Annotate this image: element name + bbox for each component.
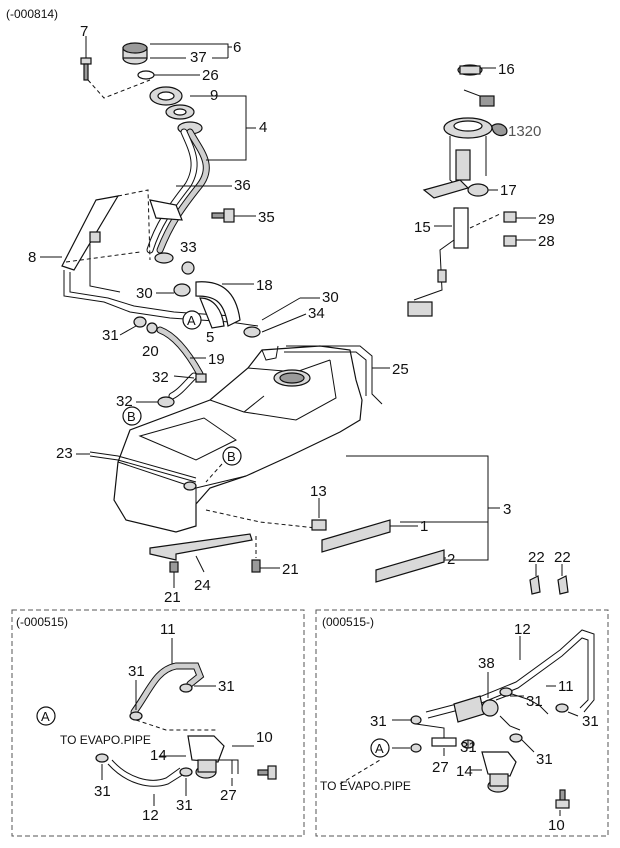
callout-22a: 22 bbox=[528, 549, 545, 566]
callout-22b: 22 bbox=[554, 549, 571, 566]
callout-30b: 30 bbox=[322, 289, 339, 306]
callout-26: 26 bbox=[202, 67, 219, 84]
callout-20: 20 bbox=[142, 343, 159, 360]
fuel-pump-assembly bbox=[407, 64, 517, 317]
fuel-tank bbox=[89, 345, 383, 533]
callout-32a: 32 bbox=[152, 369, 169, 386]
left-callout-11: 11 bbox=[160, 621, 176, 638]
right-callout-31d: 31 bbox=[460, 739, 477, 756]
callout-6: 6 bbox=[233, 39, 241, 56]
callout-15: 15 bbox=[414, 219, 431, 236]
marker-a-right bbox=[370, 738, 390, 758]
callout-3: 3 bbox=[503, 501, 511, 518]
hose-18 bbox=[195, 281, 241, 329]
strap-24 bbox=[149, 533, 261, 573]
marker-b-main-text: B bbox=[127, 409, 136, 424]
callout-31: 31 bbox=[102, 327, 119, 344]
marker-b-tank-text: B bbox=[227, 449, 236, 464]
callout-24: 24 bbox=[194, 577, 211, 594]
right-range-label: (000515-) bbox=[322, 615, 374, 629]
callout-17: 17 bbox=[500, 182, 517, 199]
marker-a-left-text: A bbox=[41, 709, 50, 724]
callout-21b: 21 bbox=[282, 561, 299, 578]
right-callout-31b: 31 bbox=[370, 713, 387, 730]
nut-13 bbox=[311, 519, 327, 531]
callout-7: 7 bbox=[80, 23, 88, 40]
right-variant-box bbox=[315, 609, 609, 837]
left-variant-box bbox=[11, 609, 305, 837]
callout-9: 9 bbox=[210, 87, 218, 104]
callout-13: 13 bbox=[310, 483, 327, 500]
callout-4: 4 bbox=[259, 119, 267, 136]
right-callout-14: 14 bbox=[456, 763, 473, 780]
left-callout-14: 14 bbox=[150, 747, 167, 764]
callout-36: 36 bbox=[234, 177, 251, 194]
marker-b-main bbox=[122, 406, 142, 426]
callout-32b: 32 bbox=[116, 393, 133, 410]
callout-19: 19 bbox=[208, 351, 225, 368]
callout-37: 37 bbox=[190, 49, 207, 66]
right-callout-31e: 31 bbox=[536, 751, 553, 768]
callout-8: 8 bbox=[28, 249, 36, 266]
callout-34: 34 bbox=[308, 305, 325, 322]
callout-2: 2 bbox=[447, 551, 455, 568]
filler-cap-assembly bbox=[80, 36, 235, 297]
marker-a-main-text: A bbox=[187, 313, 196, 328]
right-callout-31c: 31 bbox=[582, 713, 599, 730]
left-callout-31c: 31 bbox=[94, 783, 111, 800]
left-variant-parts bbox=[95, 662, 277, 787]
callout-16: 16 bbox=[498, 61, 515, 78]
right-callout-12: 12 bbox=[514, 621, 531, 638]
callout-28: 28 bbox=[538, 233, 555, 250]
pad-1 bbox=[321, 519, 391, 553]
callout-25: 25 bbox=[392, 361, 409, 378]
callout-5: 5 bbox=[206, 329, 214, 346]
right-variant-parts bbox=[410, 629, 595, 809]
marker-b-tank bbox=[222, 446, 242, 466]
callout-35: 35 bbox=[258, 209, 275, 226]
marker-a-right-text: A bbox=[375, 741, 384, 756]
callout-33: 33 bbox=[180, 239, 197, 256]
right-callout-11: 11 bbox=[558, 678, 574, 695]
hose-19-20 bbox=[133, 316, 207, 408]
callout-18: 18 bbox=[256, 277, 273, 294]
vapor-pipe-assembly bbox=[61, 189, 259, 327]
clamp-34 bbox=[243, 326, 261, 338]
right-callout-38: 38 bbox=[478, 655, 495, 672]
range-label: (-000814) bbox=[6, 7, 58, 21]
callout-21a: 21 bbox=[164, 589, 181, 606]
right-callout-27: 27 bbox=[432, 759, 449, 776]
left-callout-31d: 31 bbox=[176, 797, 193, 814]
right-callout-10: 10 bbox=[548, 817, 565, 834]
marker-a-main bbox=[182, 310, 202, 330]
right-callout-31a: 31 bbox=[526, 693, 543, 710]
right-note: TO EVAPO.PIPE bbox=[320, 779, 411, 793]
callout-1320: 1320 bbox=[508, 123, 541, 140]
left-callout-31a: 31 bbox=[128, 663, 145, 680]
left-callout-27: 27 bbox=[220, 787, 237, 804]
callout-30a: 30 bbox=[136, 285, 153, 302]
callout-23: 23 bbox=[56, 445, 73, 462]
callout-29: 29 bbox=[538, 211, 555, 228]
left-callout-12: 12 bbox=[142, 807, 159, 824]
marker-a-left bbox=[36, 706, 56, 726]
clips-22 bbox=[529, 564, 569, 595]
left-note: TO EVAPO.PIPE bbox=[60, 733, 151, 747]
pad-2 bbox=[375, 549, 445, 583]
callout-1: 1 bbox=[420, 518, 428, 535]
left-callout-31b: 31 bbox=[218, 678, 235, 695]
left-callout-10: 10 bbox=[256, 729, 273, 746]
left-range-label: (-000515) bbox=[16, 615, 68, 629]
